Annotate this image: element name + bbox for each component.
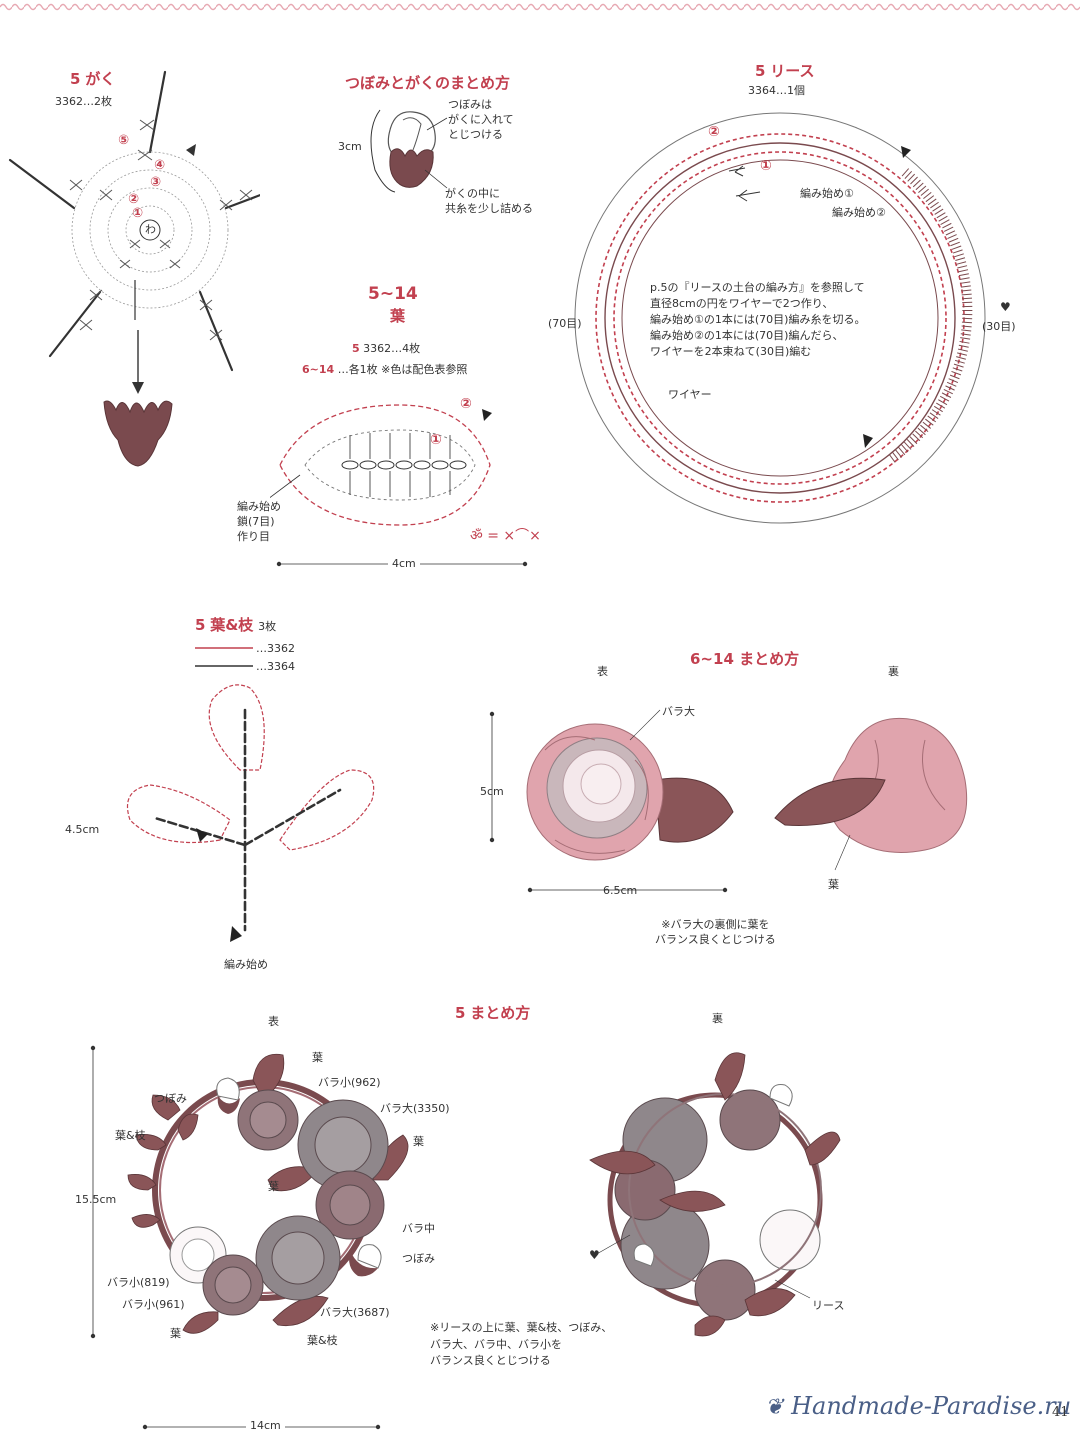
label-bud-bottom: つぼみ [402,1252,435,1265]
assembly-5-front: 表 [268,1015,279,1028]
leaf-branch-number: 5 [195,616,206,634]
wreath-spec: 3364…1個 [748,84,805,97]
bud-title: つぼみとがくのまとめ方 [345,74,511,92]
top-border-pattern [0,2,1080,16]
wreath-chart [574,112,986,524]
assembly-6-14-front: 表 [597,665,608,678]
assembly-5-height: 15.5cm [75,1193,117,1206]
leaf-branch-legend-lines [195,647,253,667]
watermark: ❦ Handmade-Paradise.ru [765,1392,1071,1420]
leaf-title: 葉 [390,307,406,325]
bud-note-1: つぼみは がくに入れて とじつける [448,98,514,141]
calyx-center-ring: わ [145,223,156,236]
assembly-5-width: 14cm [246,1419,285,1434]
leaf-branch-legend-2: …3364 [256,660,295,673]
wreath-title-text: リース [770,62,815,80]
calyx-chart [8,70,260,372]
leaf-branch-count: 3枚 [258,620,277,633]
leaf-branch-height: 4.5cm [65,823,100,836]
heart-icon-back: ♥ [589,1248,600,1262]
calyx-mark-3: ③ [150,175,162,190]
leaf-width: 4cm [388,557,420,572]
leaf-legend-symbol: ॐ [470,528,483,544]
leaf-legend: ॐ = ×⌒× [470,525,541,545]
leaf-spec-2-num: 6~14 [302,363,335,376]
wreath-instructions: p.5の『リースの土台の編み方』を参照して 直径8cmの円をワイヤーで2つ作り、… [650,281,866,358]
calyx-spec: 3362…2枚 [55,95,112,108]
wreath-right-count: (30目) [982,320,1016,333]
label-leaf-bottom: 葉 [170,1327,181,1340]
assembly-6-14-title: 6~14 まとめ方 [690,650,800,668]
assembly-5-back: 裏 [712,1012,723,1025]
assembly-5-title-text: まとめ方 [470,1004,531,1022]
leaf-branch-chart [126,684,375,942]
watermark-logo-icon: ❦ [765,1395,784,1420]
assembly-5-note: ※リースの上に葉、葉&枝、つぼみ、 バラ大、バラ中、バラ小を バランス良くとじつ… [430,1321,613,1367]
label-leaf-right: 葉 [413,1135,424,1148]
wreath-title: 5 リース [755,60,814,81]
leaf-spec-1-num: 5 [352,342,360,355]
label-rose-small-819: バラ小(819) [107,1276,170,1289]
wreath-left-count: (70目) [548,317,582,330]
leaf-branch-title: 5 葉&枝 3枚 [195,614,276,635]
leaf-spec-1: 5 3362…4枚 [352,342,420,357]
label-rose-small-962: バラ小(962) [318,1076,381,1089]
bud-illustration [370,109,448,193]
calyx-title: 5 がく [70,68,115,89]
wreath-mark-2: ② [708,124,720,140]
wreath-number: 5 [755,62,766,80]
leaf-branch-legend-1: …3362 [256,642,295,655]
assembly-5-title: 5 まとめ方 [455,1002,530,1023]
assembly-6-14-illustration [489,709,968,893]
calyx-number: 5 [70,70,81,88]
label-rose-large-3687: バラ大(3687) [320,1306,390,1319]
leaf-spec-1-text: 3362…4枚 [363,342,421,355]
calyx-title-text: がく [85,70,116,88]
label-wreath: リース [812,1299,845,1312]
assembly-5-back-illustration [589,1052,841,1337]
wreath-start-2: 編み始め② [832,206,886,219]
leaf-mark-1: ① [430,432,442,448]
assembly-6-14-note: ※バラ大の裏側に葉を バランス良くとじつける [655,918,776,946]
calyx-mark-1: ① [132,206,144,221]
label-leaf-branch: 葉&枝 [115,1129,146,1142]
assembly-5-number: 5 [455,1004,466,1022]
leaf-start: 編み始め 鎖(7目) 作り目 [237,500,281,543]
wreath-start-1: 編み始め① [800,187,854,200]
leaf-branch-start: 編み始め [224,958,268,971]
wreath-wire-label: ワイヤー [668,388,712,401]
leaf-mark-2: ② [460,396,472,412]
calyx-mark-2: ② [128,192,140,207]
leaf-number: 5~14 [368,284,418,304]
label-bud-top: つぼみ [154,1092,187,1105]
label-leaf-top: 葉 [312,1051,323,1064]
leaf-chart [270,404,492,526]
label-leaf-center: 葉 [268,1180,279,1193]
page-number: 41 [1052,1405,1069,1420]
label-rose-mid: バラ中 [402,1222,435,1235]
assembly-6-14-width: 6.5cm [603,884,638,897]
label-rose-large-3350: バラ大(3350) [380,1102,450,1115]
label-leaf-branch-bottom: 葉&枝 [307,1334,338,1347]
wreath-mark-1: ① [760,158,772,174]
leaf-branch-title-text: 葉&枝 [210,616,254,634]
assembly-6-14-rose-large: バラ大 [662,705,695,718]
heart-icon: ♥ [1000,300,1011,314]
leaf-spec-2: 6~14 …各1枚 ※色は配色表参照 [302,363,467,378]
assembly-6-14-back: 裏 [888,665,899,678]
assembly-5-front-illustration [90,1045,409,1339]
calyx-mark-5: ⑤ [118,133,130,148]
calyx-mark-4: ④ [154,158,166,173]
bud-note-2: がくの中に 共糸を少し詰める [445,187,533,215]
label-rose-small-961: バラ小(961) [122,1298,185,1311]
leaf-spec-2-text: …各1枚 ※色は配色表参照 [337,363,468,376]
calyx-result-illustration [103,330,173,467]
bud-size: 3cm [338,140,362,153]
watermark-text: Handmade-Paradise.ru [791,1392,1072,1420]
leaf-legend-text: = ×⌒× [487,528,541,544]
assembly-6-14-leaf: 葉 [828,878,839,891]
